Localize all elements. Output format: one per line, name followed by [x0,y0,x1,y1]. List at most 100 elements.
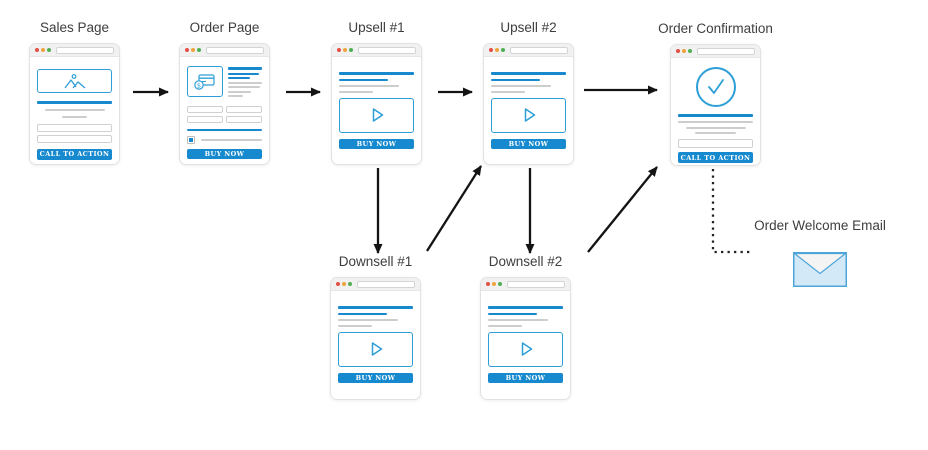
green-dot-icon [348,282,352,286]
node-title: Upsell #1 [348,20,405,35]
address-bar [206,46,264,54]
green-dot-icon [349,48,353,52]
window-titlebar [671,45,760,58]
funnel-node-order-confirmation[interactable]: Order Confirmation CALL TO ACTIO [658,21,773,166]
node-title: Order Confirmation [658,21,773,36]
browser-window: BUY NOW [480,277,571,400]
call-to-action-button: CALL TO ACTION [678,152,753,163]
browser-window: $ [179,43,270,165]
payment-box: $ [187,66,223,97]
window-titlebar [30,44,119,57]
checkmark-icon [707,79,724,94]
browser-window: BUY NOW [330,277,421,400]
window-titlebar [180,44,269,57]
orange-dot-icon [495,48,499,52]
funnel-node-welcome-email[interactable]: Order Welcome Email [754,218,886,292]
address-bar [358,46,416,54]
text-line [228,90,252,93]
text-line [339,79,388,81]
form-field [678,139,753,148]
red-dot-icon [336,282,340,286]
text-line [44,109,105,111]
buy-now-button: BUY NOW [187,148,262,159]
text-line [37,101,112,104]
funnel-node-order-page[interactable]: Order Page $ [179,20,270,165]
play-icon [521,342,532,356]
video-player [338,331,413,367]
green-dot-icon [498,282,502,286]
buy-now-button: BUY NOW [339,138,414,149]
text-line [491,90,525,93]
text-line [488,306,563,309]
buy-now-button: BUY NOW [338,372,413,383]
text-line [685,126,746,129]
checkbox-icon [187,135,195,144]
text-line [338,306,413,309]
green-dot-icon [47,48,51,52]
text-line [339,72,414,75]
green-dot-icon [197,48,201,52]
funnel-node-sales-page[interactable]: Sales Page CALL TO [29,20,120,165]
text-line [491,85,551,87]
orange-dot-icon [343,48,347,52]
node-title: Order Page [189,20,260,35]
browser-window: CALL TO ACTION [670,44,761,166]
text-line [339,85,399,87]
window-titlebar [484,44,573,57]
video-player [339,97,414,133]
text-line [338,319,398,321]
red-dot-icon [35,48,39,52]
text-line [228,72,260,75]
text-line [678,121,753,123]
form-field [226,105,262,113]
red-dot-icon [676,49,680,53]
text-line [338,324,372,327]
text-line [678,114,753,117]
text-line [228,77,251,79]
form-field [187,115,223,123]
text-line [62,115,87,118]
image-placeholder-icon [63,74,85,89]
red-dot-icon [489,48,493,52]
orange-dot-icon [492,282,496,286]
text-line [491,72,566,75]
browser-window: BUY NOW [483,43,574,165]
orange-dot-icon [191,48,195,52]
play-icon [372,108,383,122]
svg-text:$: $ [197,81,201,89]
text-line [488,324,522,327]
arrow-downsell2-to-confirmation [587,166,658,253]
orange-dot-icon [41,48,45,52]
funnel-node-downsell-2[interactable]: Downsell #2 BUY NOW [480,254,571,400]
window-titlebar [481,278,570,291]
funnel-node-upsell-2[interactable]: Upsell #2 BUY NOW [483,20,574,165]
play-icon [371,342,382,356]
address-bar [56,46,114,54]
play-icon [524,108,535,122]
text-line [228,67,262,70]
form-field [226,115,262,123]
browser-window: CALL TO ACTION [29,43,120,165]
video-player [488,331,563,367]
text-line [491,79,540,81]
funnel-node-downsell-1[interactable]: Downsell #1 BUY NOW [330,254,421,400]
address-bar [507,280,565,288]
green-dot-icon [688,49,692,53]
node-title: Downsell #2 [488,254,563,269]
node-title: Upsell #2 [500,20,557,35]
text-line [228,86,261,88]
buy-now-button: BUY NOW [491,138,566,149]
text-line [488,319,548,321]
text-line [694,132,737,134]
video-player [491,97,566,133]
buy-now-button: BUY NOW [488,372,563,383]
node-title: Downsell #1 [338,254,413,269]
funnel-node-upsell-1[interactable]: Upsell #1 BUY NOW [331,20,422,165]
text-line [228,95,244,97]
success-circle [695,67,736,107]
red-dot-icon [185,48,189,52]
red-dot-icon [486,282,490,286]
address-bar [357,280,415,288]
node-title: Order Welcome Email [754,218,886,233]
